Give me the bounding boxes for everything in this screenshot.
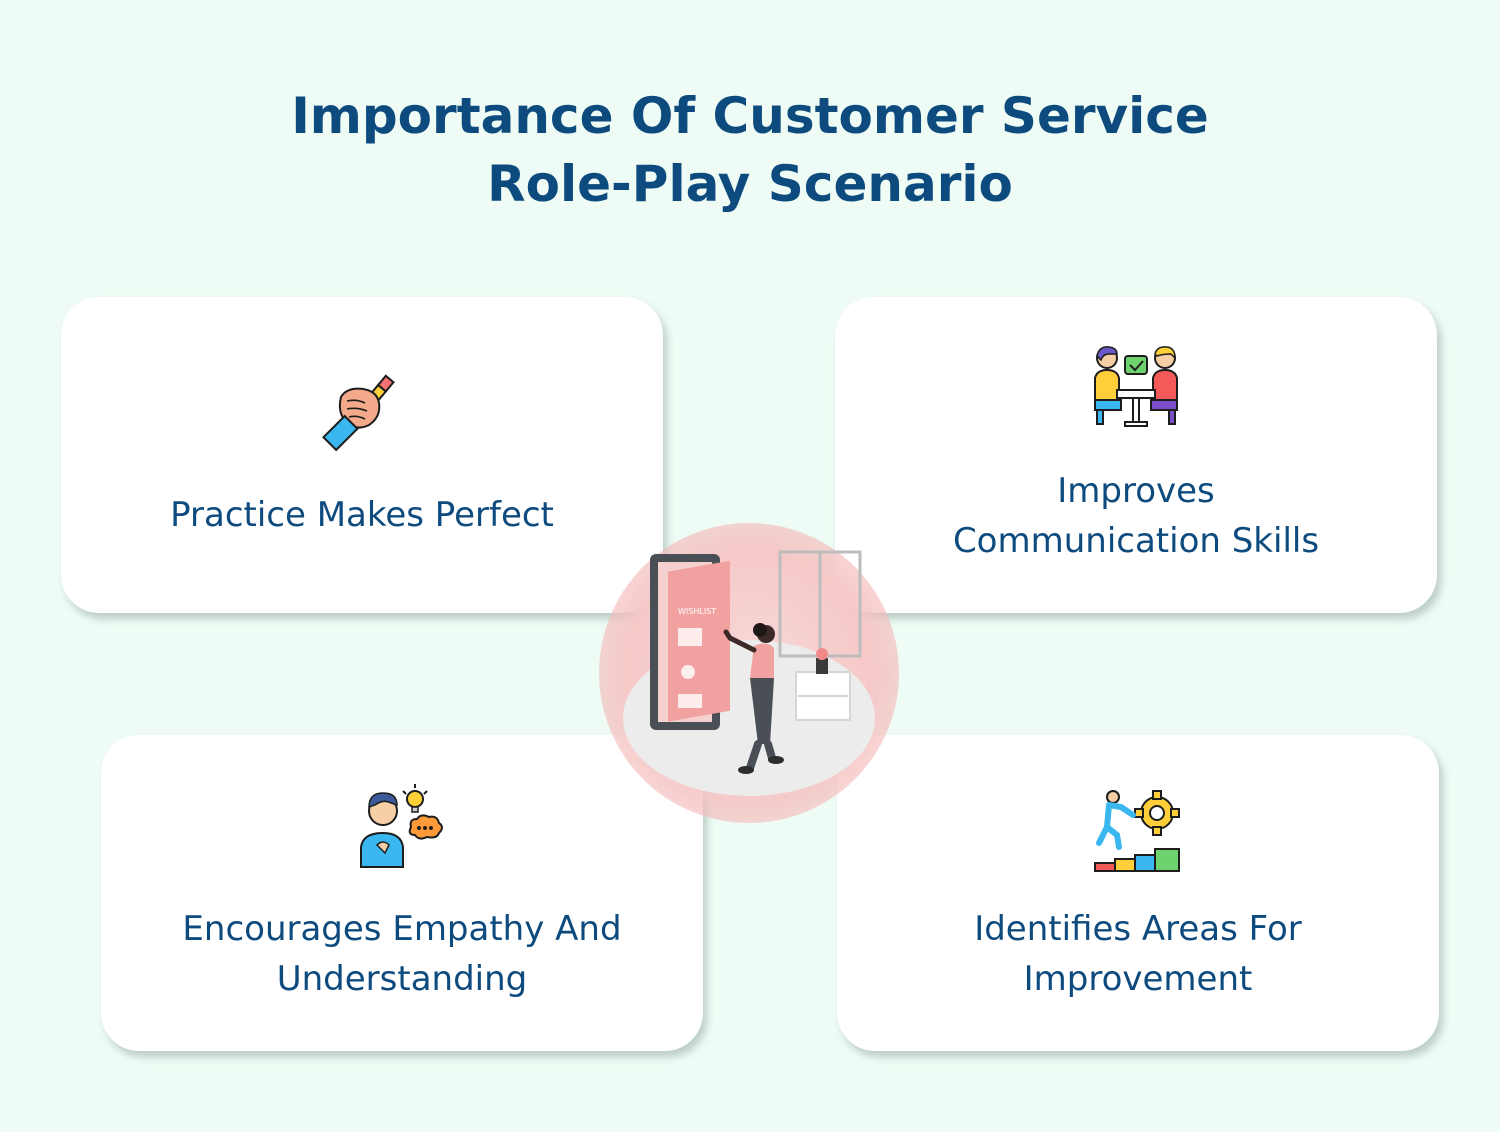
person-pushing-gear-icon	[1094, 790, 1180, 872]
wishlist-board-label: WISHLIST	[678, 607, 716, 616]
woman-at-wishlist-board-icon: WISHLIST	[599, 523, 899, 823]
card-empathy: Encourages Empathy And Understanding	[101, 735, 703, 1051]
card-practice: Practice Makes Perfect	[61, 297, 663, 613]
card-label: Identifies Areas For Improvement	[974, 909, 1302, 999]
card-label: Practice Makes Perfect	[170, 495, 554, 535]
card-label: Encourages Empathy And Understanding	[182, 909, 622, 999]
card-communication: Improves Communication Skills	[835, 297, 1437, 613]
page-title: Importance Of Customer Service Role-Play…	[0, 82, 1500, 218]
card-improvement: Identifies Areas For Improvement	[837, 735, 1439, 1051]
card-label: Improves Communication Skills	[952, 471, 1320, 561]
hand-with-pencil-icon	[322, 374, 395, 452]
title-line-2: Role-Play Scenario	[487, 155, 1013, 213]
thinking-person-icon	[360, 784, 443, 868]
two-people-meeting-icon	[1094, 346, 1178, 427]
title-line-1: Importance Of Customer Service	[291, 87, 1209, 145]
